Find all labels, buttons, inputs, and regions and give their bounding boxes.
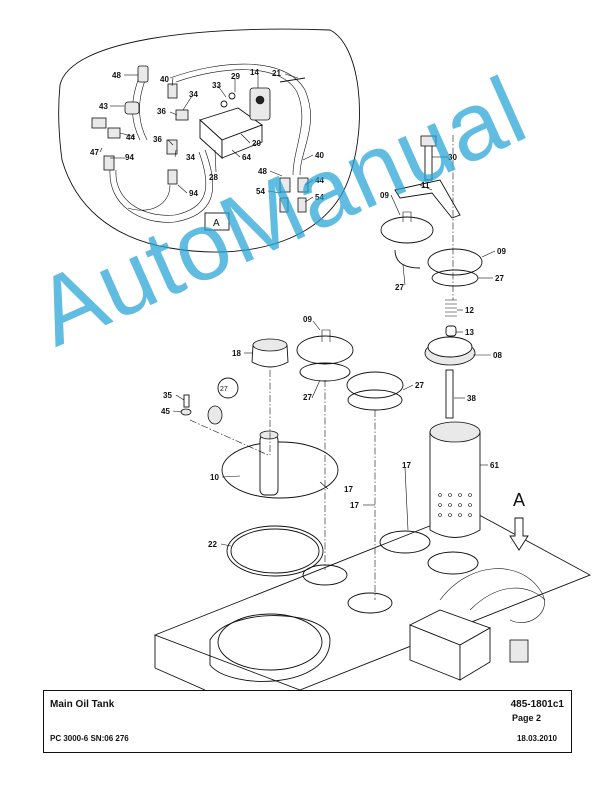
callout-label: 34 (189, 90, 198, 99)
callout-label: 27 (415, 381, 424, 390)
callout-label: 30 (448, 153, 457, 162)
cover-plate-10 (221, 430, 339, 499)
callout-label: 18 (232, 349, 241, 358)
callout-label: 38 (467, 394, 476, 403)
document-title: Main Oil Tank (50, 699, 115, 710)
title-block: Main Oil Tank 485-1801c1 Page 2 PC 3000-… (43, 690, 572, 753)
callout-label: 54 (256, 187, 265, 196)
callout-label: 28 (209, 173, 218, 182)
callout-label: 17 (350, 501, 359, 510)
callout-label: 48 (258, 167, 267, 176)
callout-label: 36 (157, 107, 166, 116)
callout-label: 40 (160, 75, 169, 84)
callout-label: 33 (212, 81, 221, 90)
callout-label: 12 (465, 306, 474, 315)
valve-housing-08 (424, 336, 476, 419)
leader-lines (99, 73, 496, 547)
view-arrow-a: A (509, 490, 529, 551)
callout-label: 27 (495, 274, 504, 283)
document-date: 18.03.2010 (516, 734, 557, 743)
valve-block-assembly (408, 568, 546, 681)
gasket-22 (226, 525, 324, 577)
b24-text: 27 (220, 386, 228, 393)
callout-label: 36 (153, 135, 162, 144)
detail-marker-a-text: A (213, 218, 220, 229)
callout-label: 94 (125, 153, 134, 162)
callout-label: 27 (395, 283, 404, 292)
valve-block-detail (199, 77, 306, 160)
callout-label: 94 (189, 189, 198, 198)
callout-label: 64 (242, 153, 251, 162)
spring-12-and-seat-13 (445, 299, 457, 337)
sensor-b24: 27 (207, 377, 239, 425)
exploded-parts-drawing: A (58, 28, 592, 690)
tank-top-plate (153, 509, 592, 690)
callout-label: 14 (250, 68, 259, 77)
cap-18 (251, 338, 289, 368)
callout-label: 11 (421, 181, 430, 190)
callout-label: 20 (252, 139, 261, 148)
callout-label: 34 (186, 153, 195, 162)
callout-label: 10 (210, 473, 219, 482)
callout-label: 61 (490, 461, 499, 470)
model-serial: PC 3000-6 SN:06 276 (50, 734, 129, 743)
callout-label: 40 (315, 151, 324, 160)
callout-label: 43 (99, 102, 108, 111)
callout-labels: 48 40 33 29 14 21 43 34 44 36 20 47 94 3… (90, 68, 506, 549)
callout-label: 09 (303, 315, 312, 324)
detail-marker-a-box: A (204, 212, 230, 231)
clamp-11-and-bolt-30 (394, 135, 461, 219)
callout-label: 17 (344, 485, 353, 494)
document-number: 485-1801c1 (510, 699, 564, 710)
page-number: Page 2 (511, 713, 541, 723)
callout-label: 22 (208, 540, 217, 549)
callout-label: 29 (231, 72, 240, 81)
filter-element-61 (429, 421, 481, 538)
centerlines (189, 135, 454, 600)
callout-label: 17 (402, 461, 411, 470)
callout-label: 45 (161, 407, 170, 416)
callout-label: 47 (90, 148, 99, 157)
callout-label: 48 (112, 71, 121, 80)
view-arrow-a-text: A (513, 490, 525, 510)
callout-label: 35 (163, 391, 172, 400)
bolt-35-washer-45 (180, 394, 192, 416)
callout-label: 27 (303, 393, 312, 402)
callout-label: 09 (380, 191, 389, 200)
callout-label: 08 (493, 351, 502, 360)
callout-label: 44 (126, 133, 135, 142)
detail-view-a-outline (58, 28, 360, 253)
callout-label: 54 (315, 193, 324, 202)
callout-label: 13 (465, 328, 474, 337)
callout-label: 44 (315, 176, 324, 185)
callout-label: 09 (497, 247, 506, 256)
callout-label: 21 (272, 69, 281, 78)
